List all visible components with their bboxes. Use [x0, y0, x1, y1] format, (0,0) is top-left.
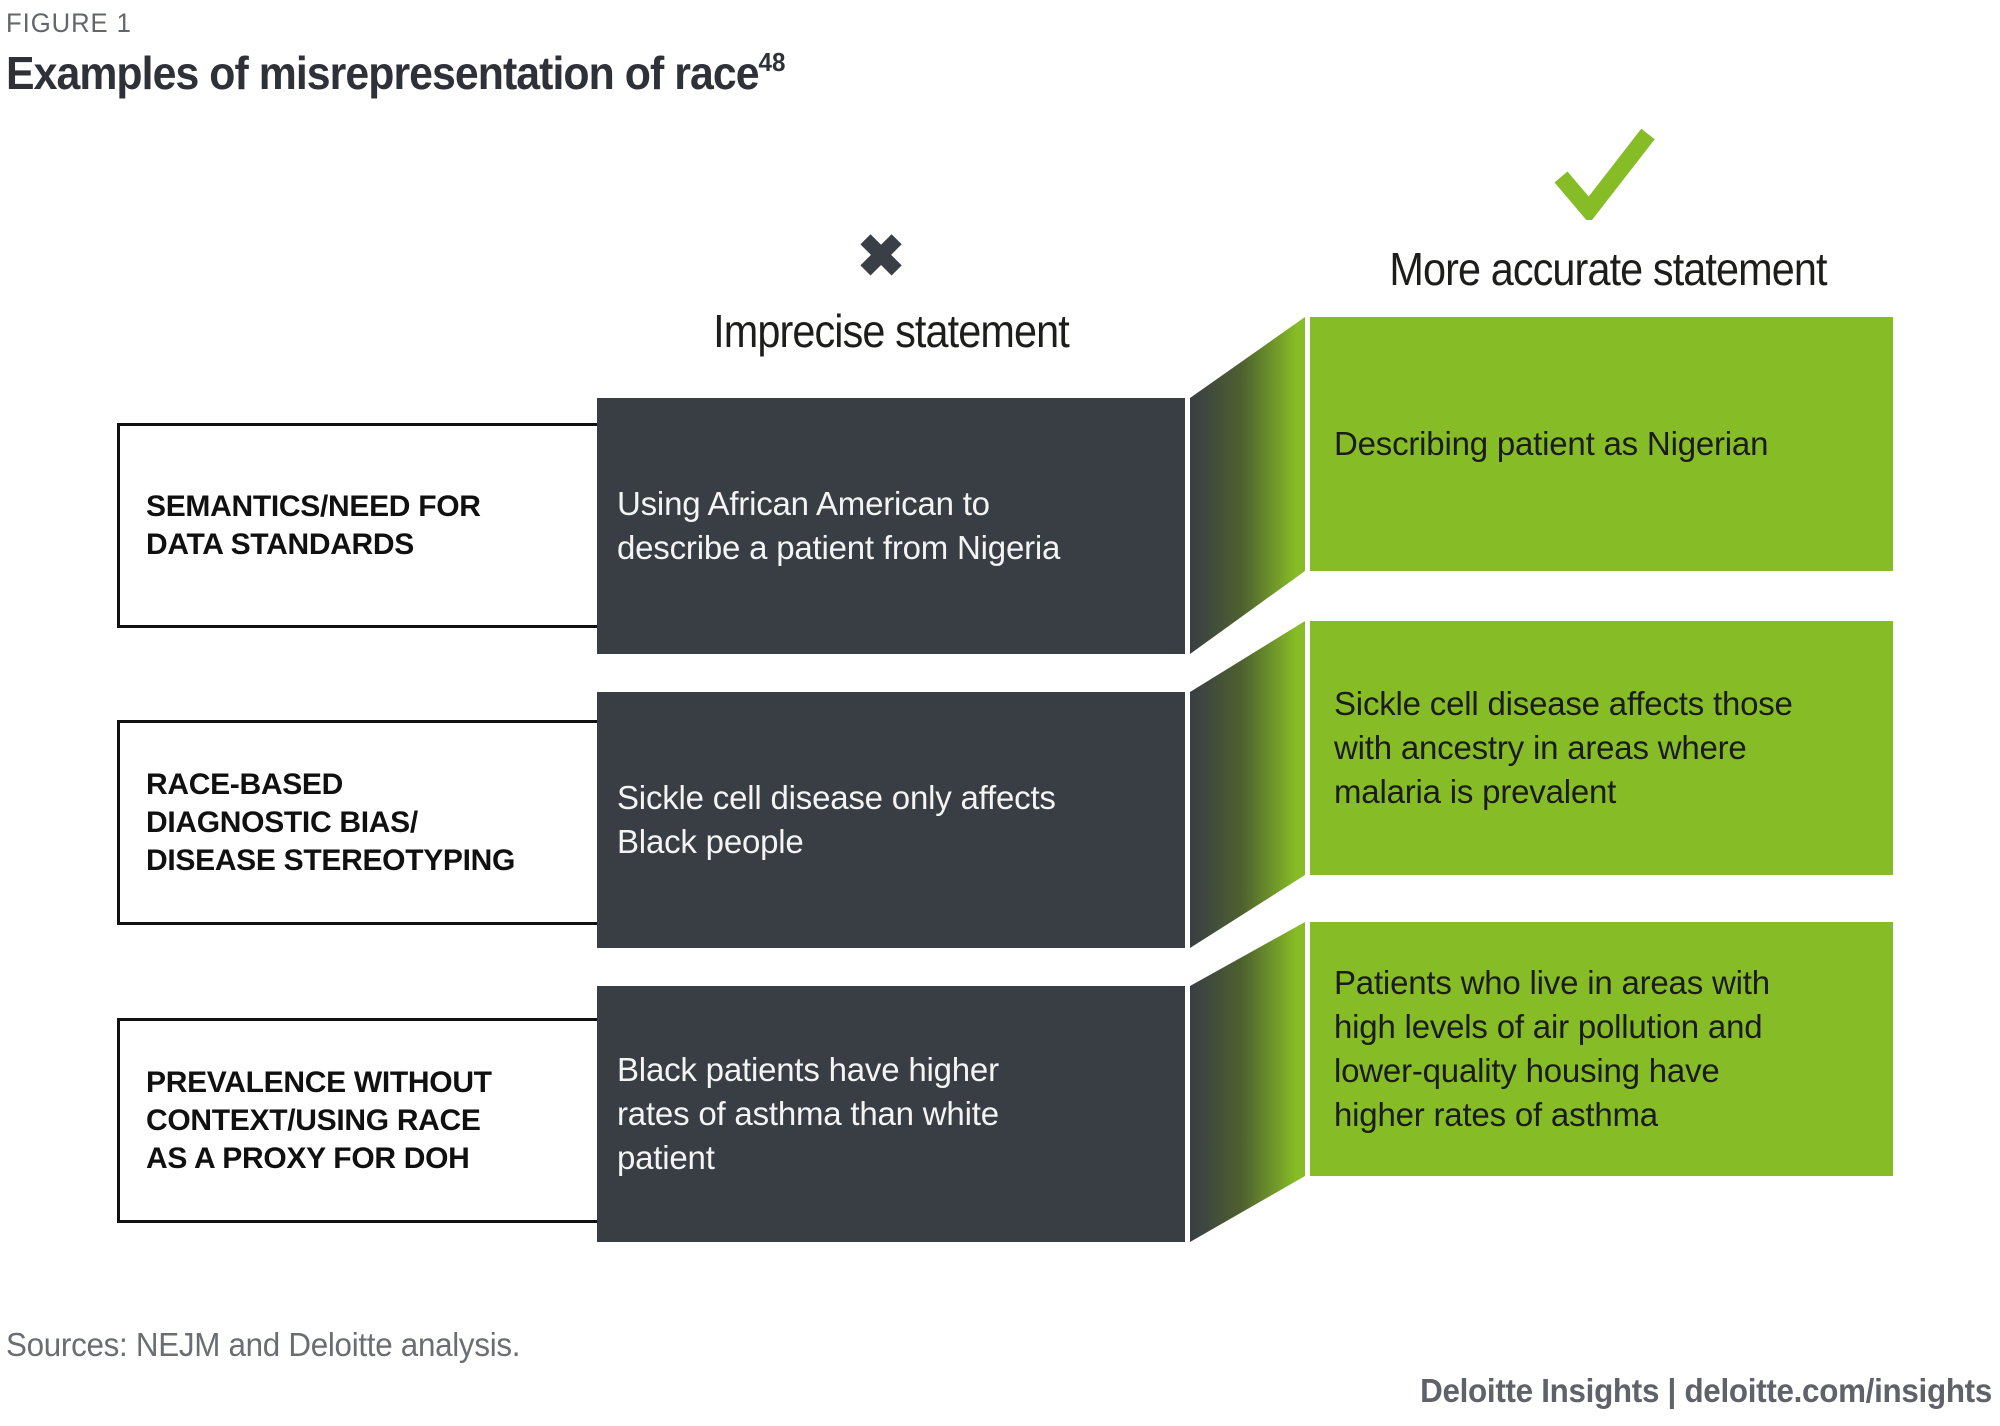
gradient-connector [1190, 922, 1305, 1242]
accurate-statement-text: Sickle cell disease affects those with a… [1334, 685, 1793, 810]
x-mark-icon: ✖ [856, 224, 906, 289]
accurate-statement-box: Sickle cell disease affects those with a… [1310, 621, 1893, 875]
category-label: PREVALENCE WITHOUT CONTEXT/USING RACE AS… [146, 1065, 492, 1175]
category-box: SEMANTICS/NEED FOR DATA STANDARDS [117, 423, 603, 628]
accurate-statement-text: Patients who live in areas with high lev… [1334, 964, 1770, 1133]
sources-note: Sources: NEJM and Deloitte analysis. [6, 1326, 521, 1363]
category-box: RACE-BASED DIAGNOSTIC BIAS/ DISEASE STER… [117, 720, 603, 925]
imprecise-statement-text: Using African American to describe a pat… [617, 485, 1061, 566]
imprecise-column-header: Imprecise statement [713, 305, 1070, 357]
imprecise-statement-text: Sickle cell disease only affects Black p… [617, 779, 1056, 860]
accurate-statement-box: Patients who live in areas with high lev… [1310, 922, 1893, 1176]
accurate-statement-text: Describing patient as Nigerian [1334, 425, 1769, 462]
accurate-column-header: More accurate statement [1389, 243, 1827, 295]
category-box: PREVALENCE WITHOUT CONTEXT/USING RACE AS… [117, 1018, 603, 1223]
footnote-reference: 48 [758, 47, 786, 77]
page-title-text: Examples of misrepresentation of race [6, 47, 759, 99]
category-label: RACE-BASED DIAGNOSTIC BIAS/ DISEASE STER… [146, 767, 516, 877]
figure-number-label: FIGURE 1 [6, 8, 132, 38]
accurate-statement-box: Describing patient as Nigerian [1310, 317, 1893, 571]
gradient-connector [1190, 317, 1305, 654]
imprecise-statement-box: Black patients have higher rates of asth… [597, 986, 1185, 1242]
gradient-connector [1190, 621, 1305, 948]
imprecise-statement-box: Sickle cell disease only affects Black p… [597, 692, 1185, 948]
page-title: Examples of misrepresentation of race48 [6, 46, 785, 100]
imprecise-statement-text: Black patients have higher rates of asth… [617, 1051, 999, 1176]
imprecise-statement-box: Using African American to describe a pat… [597, 398, 1185, 654]
deloitte-branding: Deloitte Insights | deloitte.com/insight… [1420, 1372, 1992, 1409]
category-label: SEMANTICS/NEED FOR DATA STANDARDS [146, 489, 481, 561]
check-mark-icon [1552, 126, 1656, 224]
